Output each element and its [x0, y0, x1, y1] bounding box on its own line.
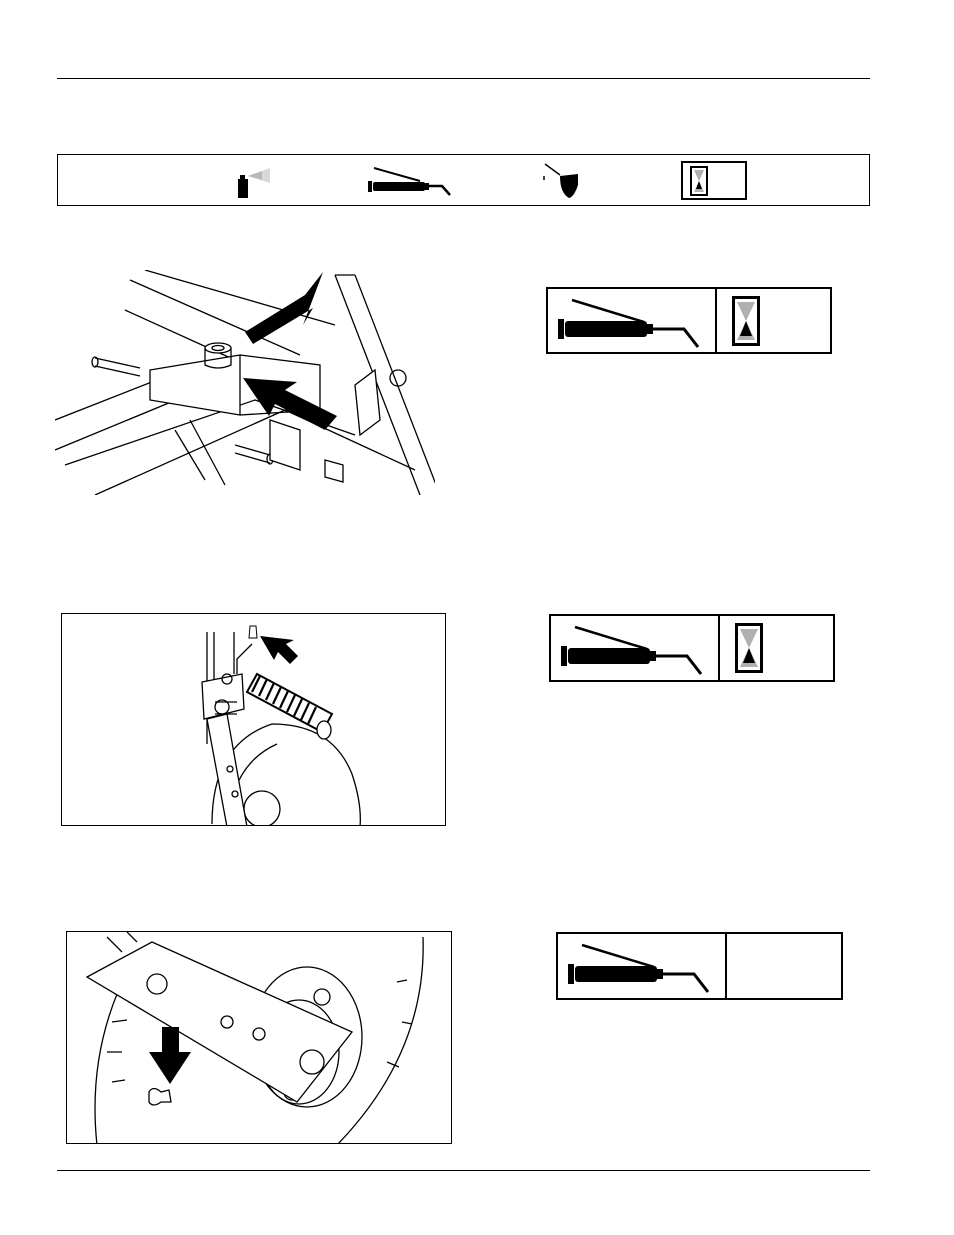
lubrication-legend-bar: [57, 154, 870, 206]
lube-box-divider: [725, 934, 727, 998]
lube-symbol-box-3: [556, 932, 843, 1000]
hourglass-interval-icon: [690, 166, 708, 196]
lube-box-divider: [718, 616, 720, 680]
spray-lubricant-icon: [236, 165, 272, 199]
wheel-hub-illustration: [67, 932, 452, 1144]
oil-can-icon: [540, 161, 582, 201]
footer-rule: [57, 1170, 870, 1171]
grease-gun-icon: [566, 940, 726, 995]
frame-pivot-illustration: [55, 270, 435, 495]
wheel-hub-illustration-frame: [66, 931, 452, 1144]
lube-symbol-box-1: [546, 287, 832, 354]
grease-gun-icon: [366, 164, 454, 198]
grease-gun-icon: [559, 622, 719, 677]
wheel-arm-illustration-frame: [61, 613, 446, 826]
wheel-arm-spring-illustration: [62, 614, 446, 826]
hourglass-icon: [732, 296, 760, 346]
header-rule: [57, 78, 870, 79]
lube-box-divider: [715, 289, 717, 352]
interval-legend-box: [681, 161, 747, 200]
grease-gun-icon: [556, 295, 716, 350]
lube-symbol-box-2: [549, 614, 835, 682]
hourglass-icon: [735, 623, 763, 673]
